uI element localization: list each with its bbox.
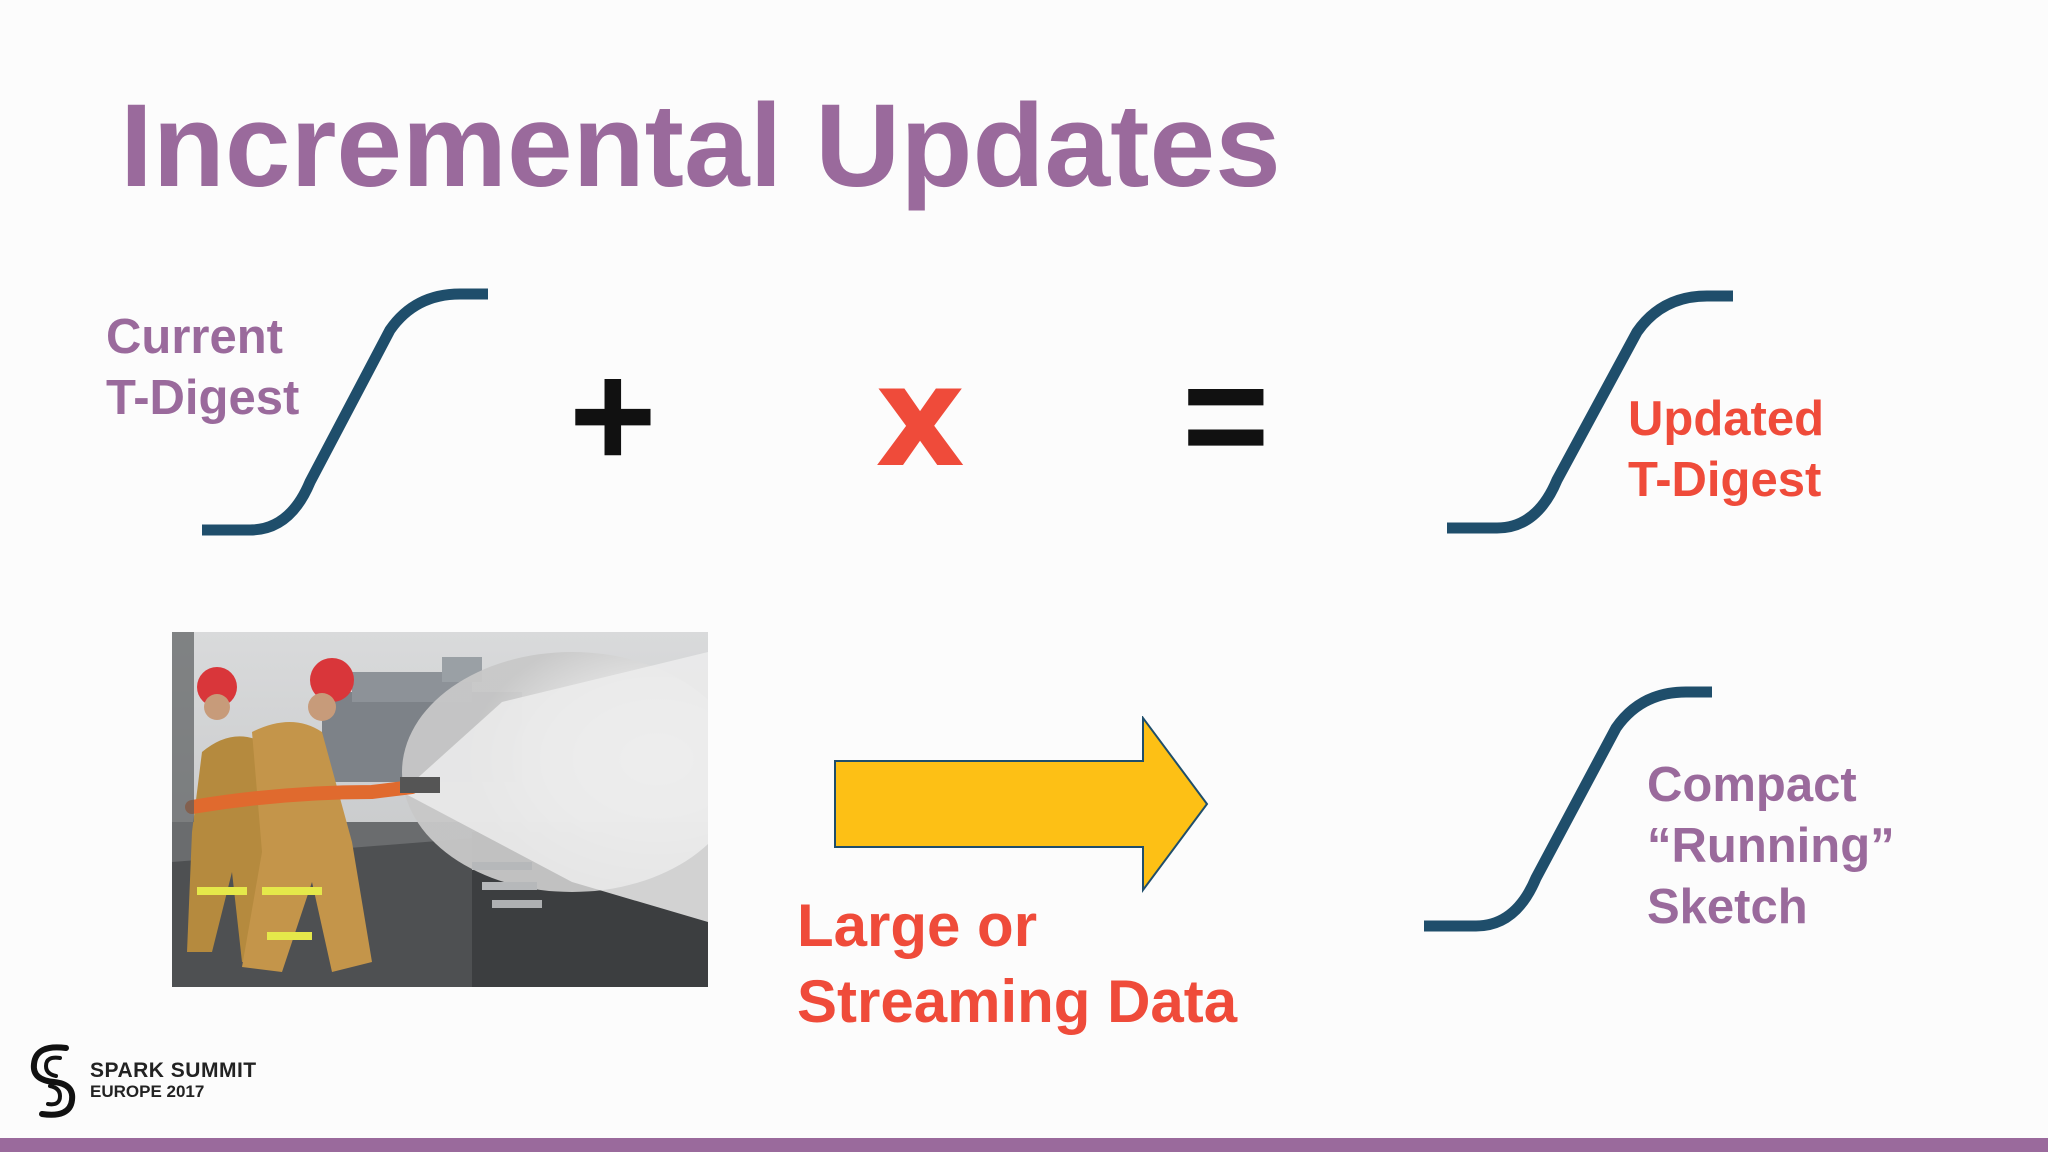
updated-label-line2: T-Digest — [1628, 453, 1822, 507]
firefighters-hose-photo — [172, 632, 708, 987]
spark-swirl-icon — [30, 1044, 76, 1118]
x-symbol: x — [875, 336, 966, 499]
equals-symbol: = — [1182, 331, 1270, 499]
compact-label-line2: “Running” — [1647, 819, 1895, 873]
current-tdigest-label: Current T-Digest — [106, 307, 299, 429]
stream-label-line2: Streaming Data — [797, 968, 1238, 1035]
stream-label-line1: Large or — [797, 892, 1038, 959]
compact-cdf-curve-icon — [1424, 686, 1712, 932]
updated-cdf-curve-icon — [1447, 290, 1733, 534]
current-label-line2: T-Digest — [106, 371, 300, 425]
compact-label-line3: Sketch — [1647, 880, 1808, 934]
right-arrow-icon — [834, 716, 1209, 893]
updated-label-line1: Updated — [1628, 392, 1824, 446]
stream-data-label: Large or Streaming Data — [797, 888, 1237, 1040]
compact-label-line1: Compact — [1647, 758, 1857, 812]
updated-tdigest-label: Updated T-Digest — [1628, 389, 1824, 511]
current-cdf-curve-icon — [202, 288, 488, 536]
slide-title: Incremental Updates — [120, 80, 1281, 212]
current-label-line1: Current — [106, 310, 283, 364]
bottom-accent-bar — [0, 1138, 2048, 1152]
spark-summit-logo: SPARK SUMMIT EUROPE 2017 — [26, 1040, 257, 1122]
logo-line2: EUROPE 2017 — [90, 1082, 205, 1101]
plus-symbol: + — [569, 331, 657, 499]
compact-sketch-label: Compact “Running” Sketch — [1647, 755, 1895, 938]
logo-line1: SPARK SUMMIT — [90, 1059, 257, 1082]
